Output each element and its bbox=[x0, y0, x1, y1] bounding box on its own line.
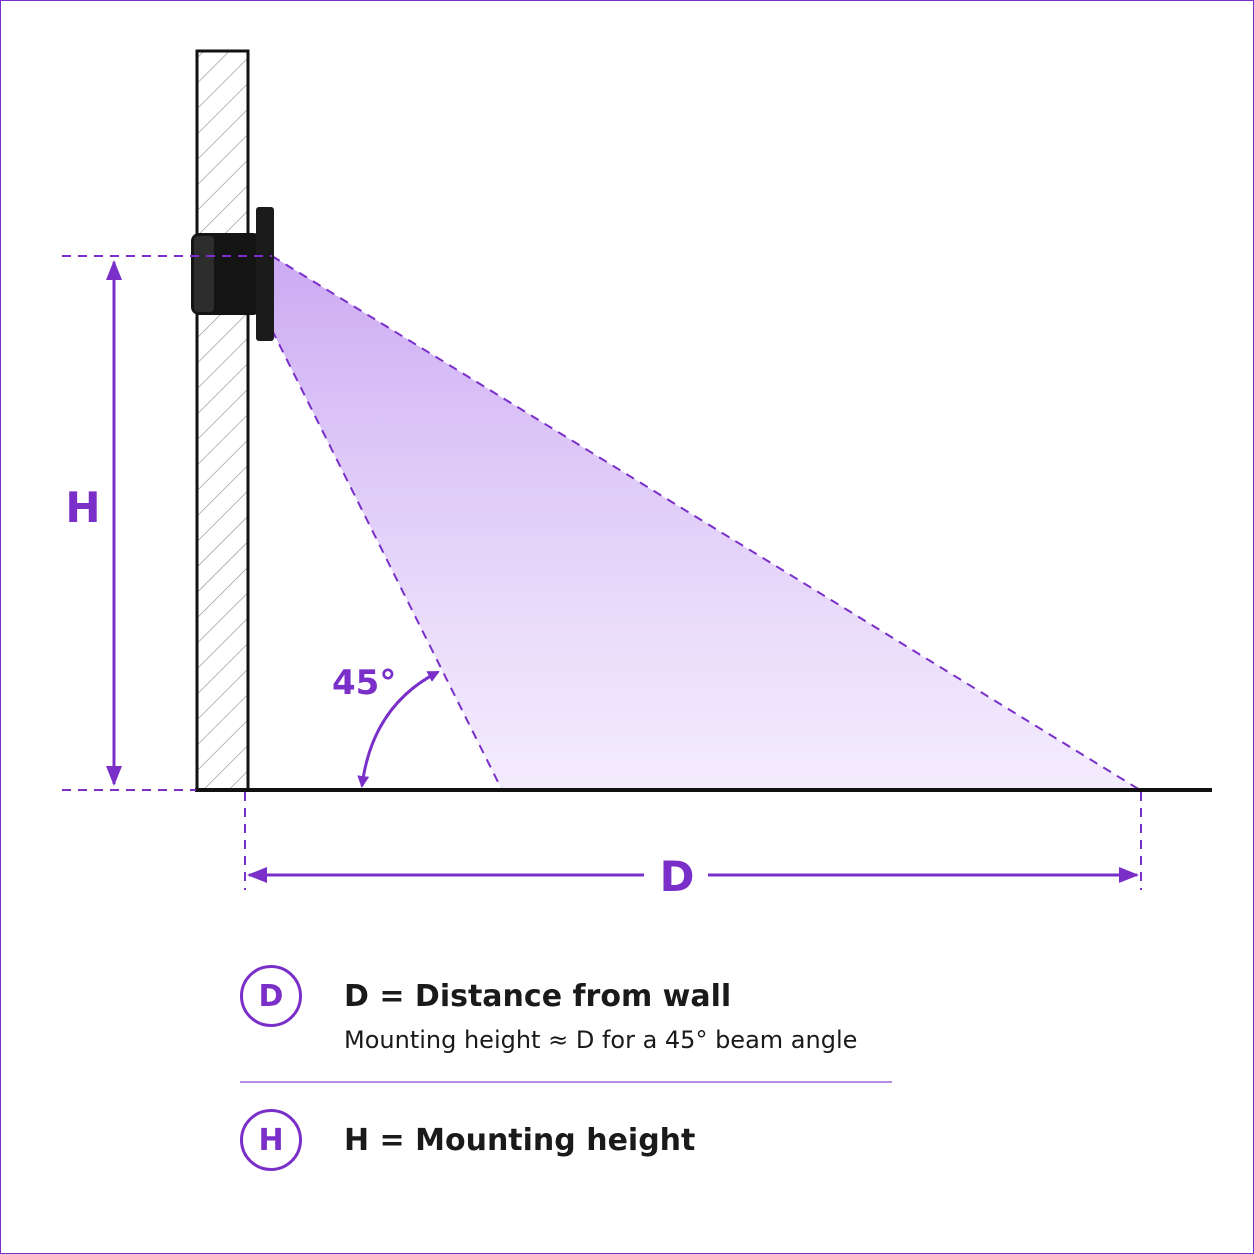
legend-divider bbox=[240, 1081, 892, 1083]
light-beam bbox=[272, 256, 1140, 790]
height-badge: H bbox=[240, 1109, 302, 1171]
legend-item-height: H H = Mounting height bbox=[240, 1109, 892, 1171]
beam-lower-edge bbox=[271, 329, 503, 791]
angle-label: 45° bbox=[332, 663, 396, 703]
wall bbox=[195, 49, 250, 792]
distance-badge: D bbox=[240, 965, 302, 1027]
legend: D D = Distance from wall Mounting height… bbox=[240, 965, 892, 1171]
beam-upper-edge bbox=[271, 255, 1141, 791]
angle-arc bbox=[357, 670, 440, 788]
distance-dimension-label: D bbox=[660, 852, 695, 901]
legend-item-distance: D D = Distance from wall Mounting height… bbox=[240, 965, 892, 1055]
legend-distance-subtitle: Mounting height ≈ D for a 45° beam angle bbox=[344, 1026, 858, 1054]
height-dimension-label: H bbox=[65, 483, 100, 532]
legend-distance-title: D = Distance from wall bbox=[344, 979, 732, 1014]
legend-height-title: H = Mounting height bbox=[344, 1123, 696, 1158]
light-fixture-icon bbox=[191, 207, 274, 341]
